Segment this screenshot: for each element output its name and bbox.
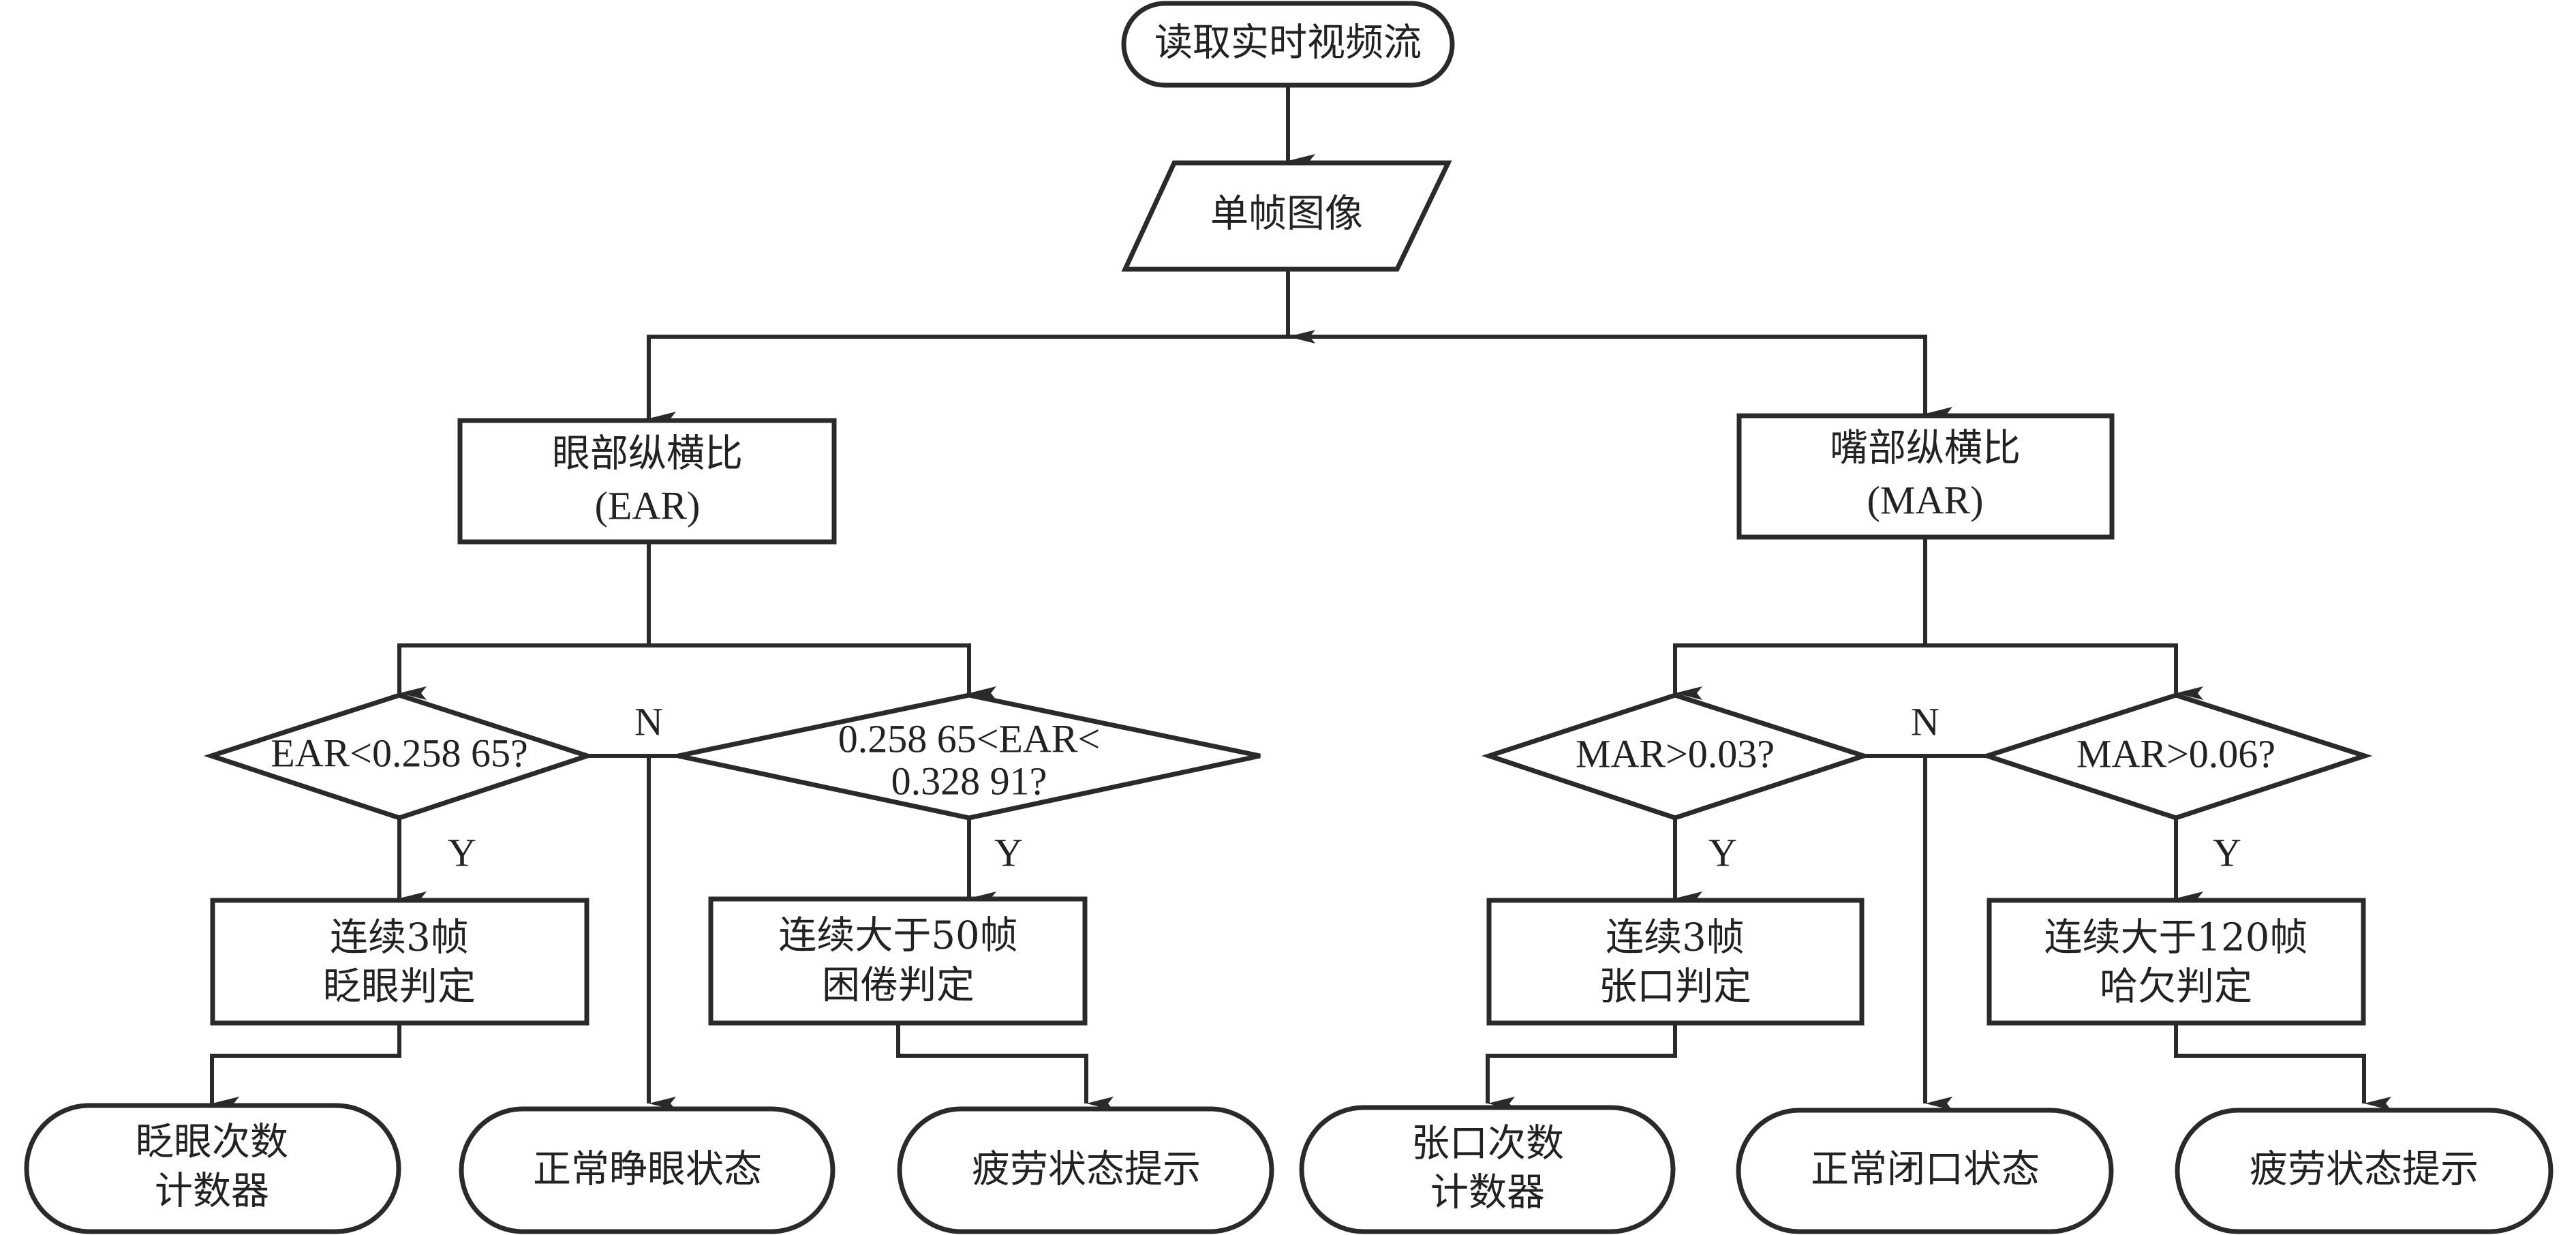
no-label-mouth: N [1911, 699, 1939, 744]
outcome-mouth-fatigue: 疲劳状态提示 [2175, 1108, 2554, 1234]
decision-yawn: MAR>0.06? [1979, 692, 2373, 821]
decision-blink-label: EAR<0.258 65? [271, 731, 527, 775]
judgement-open-line2: 张口判定 [1599, 965, 1751, 1009]
outcome-blink-counter: 眨眼次数 计数器 [24, 1103, 401, 1234]
decision-drowsy: 0.258 65<EAR< 0.328 91? [677, 692, 1261, 821]
start-terminal: 读取实时视频流 [1121, 1, 1455, 88]
decision-drowsy-line2: 0.328 91? [891, 759, 1047, 803]
yes-label-drowsy: Y [994, 830, 1023, 874]
decision-mouth-open-label: MAR>0.03? [1576, 731, 1775, 776]
outcome-mouth-counter-line2: 计数器 [1430, 1171, 1545, 1215]
judgement-drowsy-box: 连续大于50帧 困倦判定 [708, 896, 1088, 1026]
decision-mouth-open: MAR>0.03? [1481, 692, 1872, 821]
judgement-open-line1: 连续3帧 [1606, 916, 1745, 960]
ear-process-line1: 眼部纵横比 [552, 432, 743, 476]
arrow-yawn-to-fatigue [2174, 1023, 2391, 1110]
arrow-open-to-counter [1486, 1023, 1677, 1110]
judgement-open-box: 连续3帧 张口判定 [1486, 898, 1865, 1026]
outcome-eyes-normal-label: 正常睁眼状态 [533, 1148, 762, 1192]
judgement-blink-line1: 连续3帧 [330, 916, 469, 960]
outcome-blink-counter-line2: 计数器 [155, 1170, 269, 1214]
outcome-mouth-counter-line1: 张口次数 [1411, 1122, 1564, 1166]
arrow-mar-to-yawn-decision [1925, 643, 2203, 700]
mar-process-box: 嘴部纵横比 (MAR) [1736, 413, 2115, 540]
outcome-eyes-normal: 正常睁眼状态 [459, 1106, 835, 1234]
ear-process-line2: (EAR) [595, 483, 701, 528]
start-label: 读取实时视频流 [1154, 21, 1422, 65]
yes-label-blink: Y [448, 830, 476, 874]
mar-process-line1: 嘴部纵横比 [1830, 427, 2021, 471]
arrow-split-to-ear [647, 335, 1288, 425]
outcome-mouth-normal-label: 正常闭口状态 [1811, 1148, 2040, 1192]
outcome-mouth-fatigue-label: 疲劳状态提示 [2250, 1148, 2479, 1192]
judgement-yawn-line1: 连续大于120帧 [2044, 916, 2308, 960]
judgement-blink-box: 连续3帧 眨眼判定 [210, 898, 589, 1026]
input-parallelogram: 单帧图像 [1121, 160, 1452, 272]
outcome-blink-counter-line1: 眨眼次数 [136, 1120, 288, 1165]
ear-process-box: 眼部纵横比 (EAR) [457, 418, 837, 545]
arrow-mar-to-open-decision [1673, 643, 1925, 700]
no-label-eye: N [634, 699, 663, 744]
yes-label-open: Y [1708, 830, 1737, 874]
decision-drowsy-line1: 0.258 65<EAR< [838, 716, 1100, 761]
judgement-yawn-box: 连续大于120帧 哈欠判定 [1987, 898, 2366, 1026]
outcome-eye-fatigue: 疲劳状态提示 [897, 1106, 1274, 1234]
arrow-ear-to-blink-decision [397, 643, 649, 700]
outcome-eye-fatigue-label: 疲劳状态提示 [972, 1148, 1201, 1192]
outcome-mouth-normal: 正常闭口状态 [1736, 1108, 2114, 1234]
arrow-split-to-mar [1288, 335, 1952, 421]
arrow-ear-to-drowsy-decision [649, 643, 996, 700]
arrow-blink-to-counter [210, 1023, 401, 1110]
input-label: 单帧图像 [1210, 192, 1363, 237]
arrow-drowsy-to-fatigue [896, 1023, 1114, 1110]
decision-yawn-label: MAR>0.06? [2076, 731, 2275, 776]
yes-label-yawn: Y [2213, 830, 2241, 874]
judgement-blink-line2: 眨眼判定 [323, 965, 476, 1009]
mar-process-line2: (MAR) [1867, 478, 1984, 522]
decision-blink: EAR<0.258 65? [203, 692, 596, 821]
connectors [210, 85, 2391, 1110]
judgement-drowsy-line2: 困倦判定 [822, 964, 975, 1008]
judgement-yawn-line2: 哈欠判定 [2100, 965, 2252, 1009]
outcome-mouth-counter: 张口次数 计数器 [1299, 1105, 1676, 1234]
judgement-drowsy-line1: 连续大于50帧 [778, 914, 1017, 958]
